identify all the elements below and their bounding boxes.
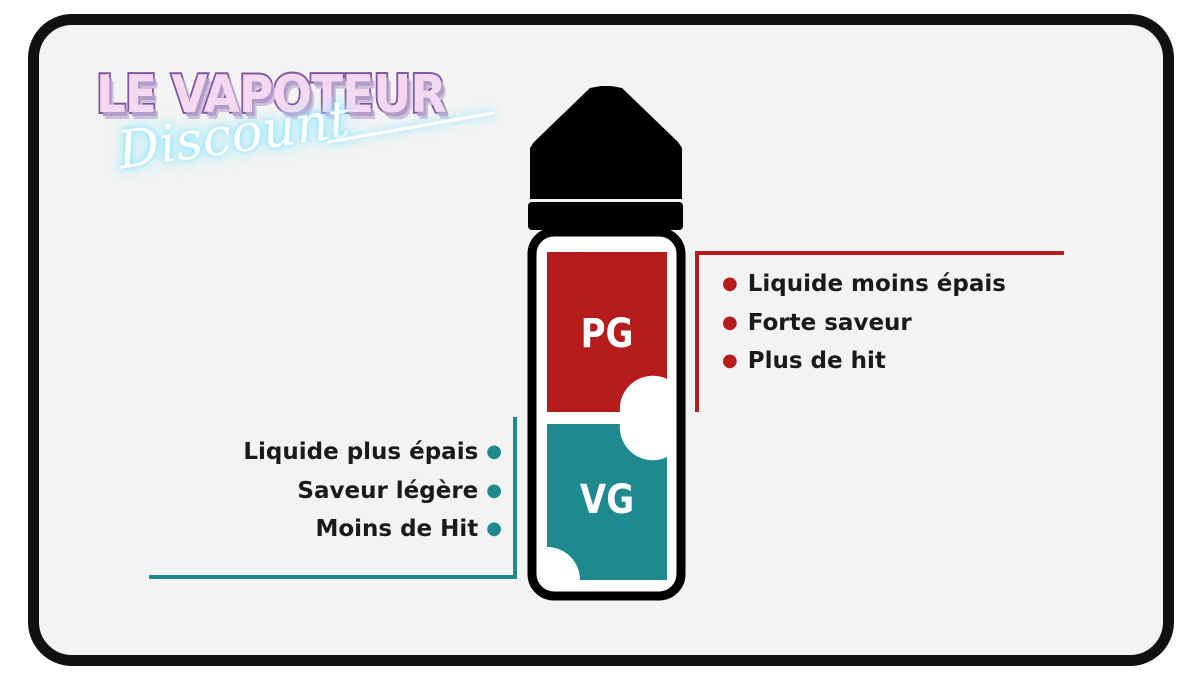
vg-property: Liquide plus épais bbox=[243, 439, 479, 465]
pg-connector-line bbox=[695, 251, 1064, 255]
bullet-icon: ● bbox=[486, 518, 502, 539]
bullet-icon: ● bbox=[722, 350, 738, 371]
list-item: Saveur légère ● bbox=[243, 473, 502, 512]
pg-property: Liquide moins épais bbox=[747, 271, 1006, 297]
pg-property: Forte saveur bbox=[747, 309, 912, 336]
pg-connector-line-side bbox=[695, 251, 699, 412]
logo: LE VAPOTEUR Discount bbox=[94, 63, 496, 224]
bullet-icon: ● bbox=[486, 441, 502, 462]
pg-properties-list: ● Liquide moins épais ● Forte saveur ● Plus… bbox=[722, 266, 1006, 382]
bullet-icon: ● bbox=[722, 273, 738, 294]
vg-connector-line bbox=[149, 575, 517, 579]
list-item: ● Liquide moins épais bbox=[722, 266, 1006, 305]
vg-properties-list: Liquide plus épais ● Saveur légère ● Moins… bbox=[243, 434, 502, 550]
vg-property: Saveur légère bbox=[297, 477, 479, 504]
list-item: ● Forte saveur bbox=[722, 305, 1006, 344]
pg-label: PG bbox=[580, 311, 634, 357]
pg-property: Plus de hit bbox=[747, 348, 886, 374]
list-item: Moins de Hit ● bbox=[243, 511, 502, 550]
vg-property: Moins de Hit bbox=[315, 516, 479, 542]
logo-title: LE VAPOTEUR bbox=[94, 63, 448, 127]
bullet-icon: ● bbox=[486, 479, 502, 501]
list-item: ● Plus de hit bbox=[722, 343, 1006, 382]
vg-connector-line-side bbox=[513, 417, 517, 579]
list-item: Liquide plus épais ● bbox=[243, 434, 502, 473]
vg-block bbox=[547, 424, 667, 580]
bottle-cap-ring bbox=[528, 202, 683, 230]
pg-block bbox=[547, 252, 667, 412]
bottle-cap bbox=[530, 86, 682, 199]
bottle-icon bbox=[527, 86, 686, 601]
vg-label: VG bbox=[579, 477, 635, 523]
bullet-icon: ● bbox=[722, 311, 738, 333]
